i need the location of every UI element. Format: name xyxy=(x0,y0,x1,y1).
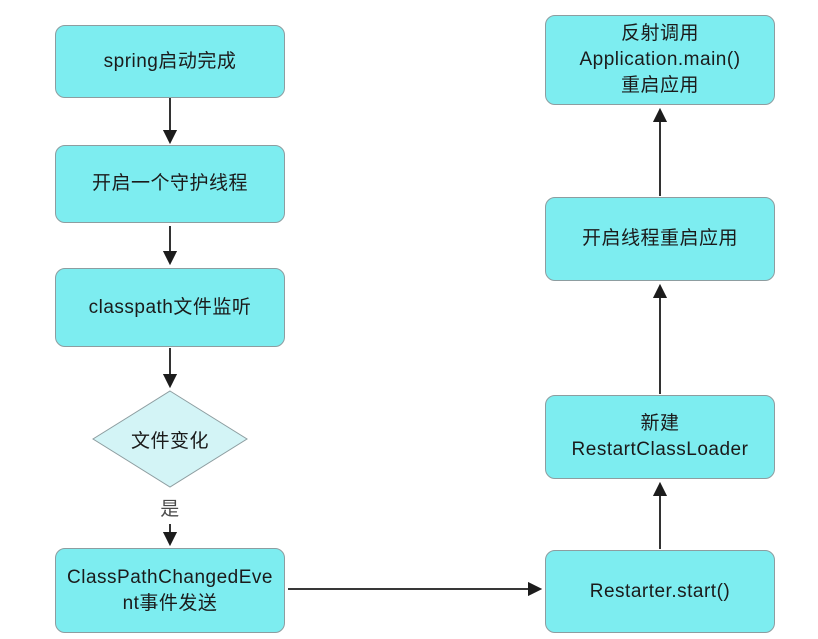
diamond-shape xyxy=(92,390,248,488)
node-label: 新建 xyxy=(640,413,680,434)
node-label: ClassPathChangedEve xyxy=(67,566,273,588)
node-label: 重启应用 xyxy=(620,75,699,96)
node-classpath-watch: classpath文件监听 xyxy=(55,268,285,347)
node-new-restart-classloader: 新建 RestartClassLoader xyxy=(545,395,775,479)
decision-file-changed: 文件变化 xyxy=(92,390,248,488)
node-spring-startup-complete: spring启动完成 xyxy=(55,25,285,98)
decision-label: 文件变化 xyxy=(130,430,209,452)
node-label: 开启线程重启应用 xyxy=(581,228,738,249)
node-daemon-thread: 开启一个守护线程 xyxy=(55,145,285,223)
yes-edge-label: 是 xyxy=(160,499,180,520)
diamond-polygon xyxy=(92,390,248,488)
node-label: Restarter.start() xyxy=(589,580,731,602)
node-restart-thread: 开启线程重启应用 xyxy=(545,197,775,281)
node-label: 反射调用 xyxy=(620,23,699,44)
node-label: Application.main() xyxy=(579,49,741,70)
node-classpath-changed-event: ClassPathChangedEve nt事件发送 xyxy=(55,548,285,633)
node-label: spring启动完成 xyxy=(103,50,237,72)
node-reflect-main-restart: 反射调用 Application.main() 重启应用 xyxy=(545,15,775,105)
node-label: 开启一个守护线程 xyxy=(91,173,248,194)
node-label: classpath文件监听 xyxy=(88,296,252,318)
node-label: nt事件发送 xyxy=(122,592,218,614)
node-restarter-start: Restarter.start() xyxy=(545,550,775,633)
node-label: RestartClassLoader xyxy=(571,439,749,460)
